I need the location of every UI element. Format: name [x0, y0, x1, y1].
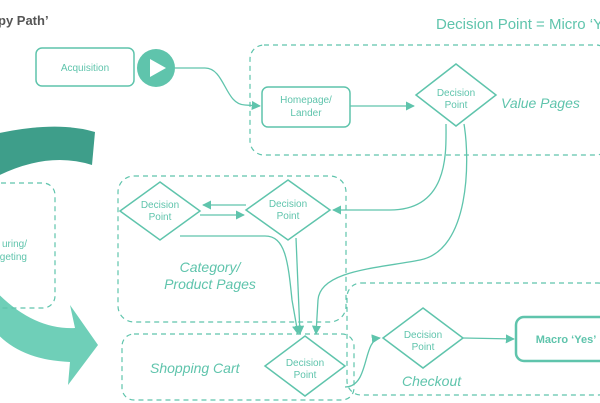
decision-label-line2: Point	[149, 212, 172, 223]
connector-value-cart	[311, 123, 468, 335]
value-pages-region	[249, 44, 600, 156]
decision-label-line1: Decision	[286, 358, 324, 369]
homepage-label-line1: Homepage/	[280, 95, 332, 106]
decision-label-line2: Point	[294, 370, 317, 381]
retargeting-region	[0, 182, 56, 309]
decision-point-category-left: Decision Point	[118, 181, 202, 241]
play-triangle	[150, 59, 166, 77]
shopping-cart-region	[121, 333, 355, 401]
retargeting-label-line1: uring/	[2, 239, 27, 250]
decision-label-line2: Point	[412, 342, 435, 353]
decision-label-line1: Decision	[404, 330, 442, 341]
decision-point-category-right: Decision Point	[244, 179, 332, 241]
connector-category-right-cart	[295, 237, 305, 335]
decision-point-checkout: Decision Point	[381, 307, 465, 369]
homepage-label-line2: Lander	[290, 108, 322, 119]
decision-label-line2: Point	[445, 100, 468, 111]
decision-label-line1: Decision	[141, 200, 179, 211]
diagram-title: py Path’	[0, 13, 49, 28]
macro-yes-box	[514, 315, 600, 363]
decision-label-line1: Decision	[269, 199, 307, 210]
decision-point-legend: Decision Point = Micro ‘Yes’	[436, 16, 600, 33]
decision-point-cart: Decision Point	[263, 335, 347, 397]
checkout-region	[346, 282, 600, 396]
decision-label-line2: Point	[277, 211, 300, 222]
connector-acquisition-homepage	[175, 67, 261, 110]
retargeting-label-line2: rgeting	[0, 252, 27, 263]
macro-yes-label: Macro ‘Yes’	[536, 334, 597, 346]
acquisition-label: Acquisition	[61, 63, 109, 74]
connector-cart-checkout	[344, 334, 381, 388]
shopping-cart-label: Shopping Cart	[150, 360, 241, 376]
connector-category-left-cart	[180, 235, 302, 335]
homepage-box	[261, 86, 351, 128]
connector-checkout-macro	[462, 334, 515, 344]
loop-arrow-top	[0, 126, 95, 175]
category-label-line1: Category/	[180, 259, 243, 275]
connectors	[175, 67, 515, 388]
value-pages-label: Value Pages	[501, 95, 580, 111]
decision-point-value: Decision Point	[414, 63, 498, 127]
loop-arrow-graphic	[0, 126, 98, 385]
decision-label-line1: Decision	[437, 88, 475, 99]
connector-value-category	[332, 123, 447, 215]
checkout-label: Checkout	[402, 373, 462, 389]
loop-arrow-head	[0, 295, 98, 385]
category-label-line2: Product Pages	[164, 276, 256, 292]
acquisition-box	[35, 47, 135, 87]
